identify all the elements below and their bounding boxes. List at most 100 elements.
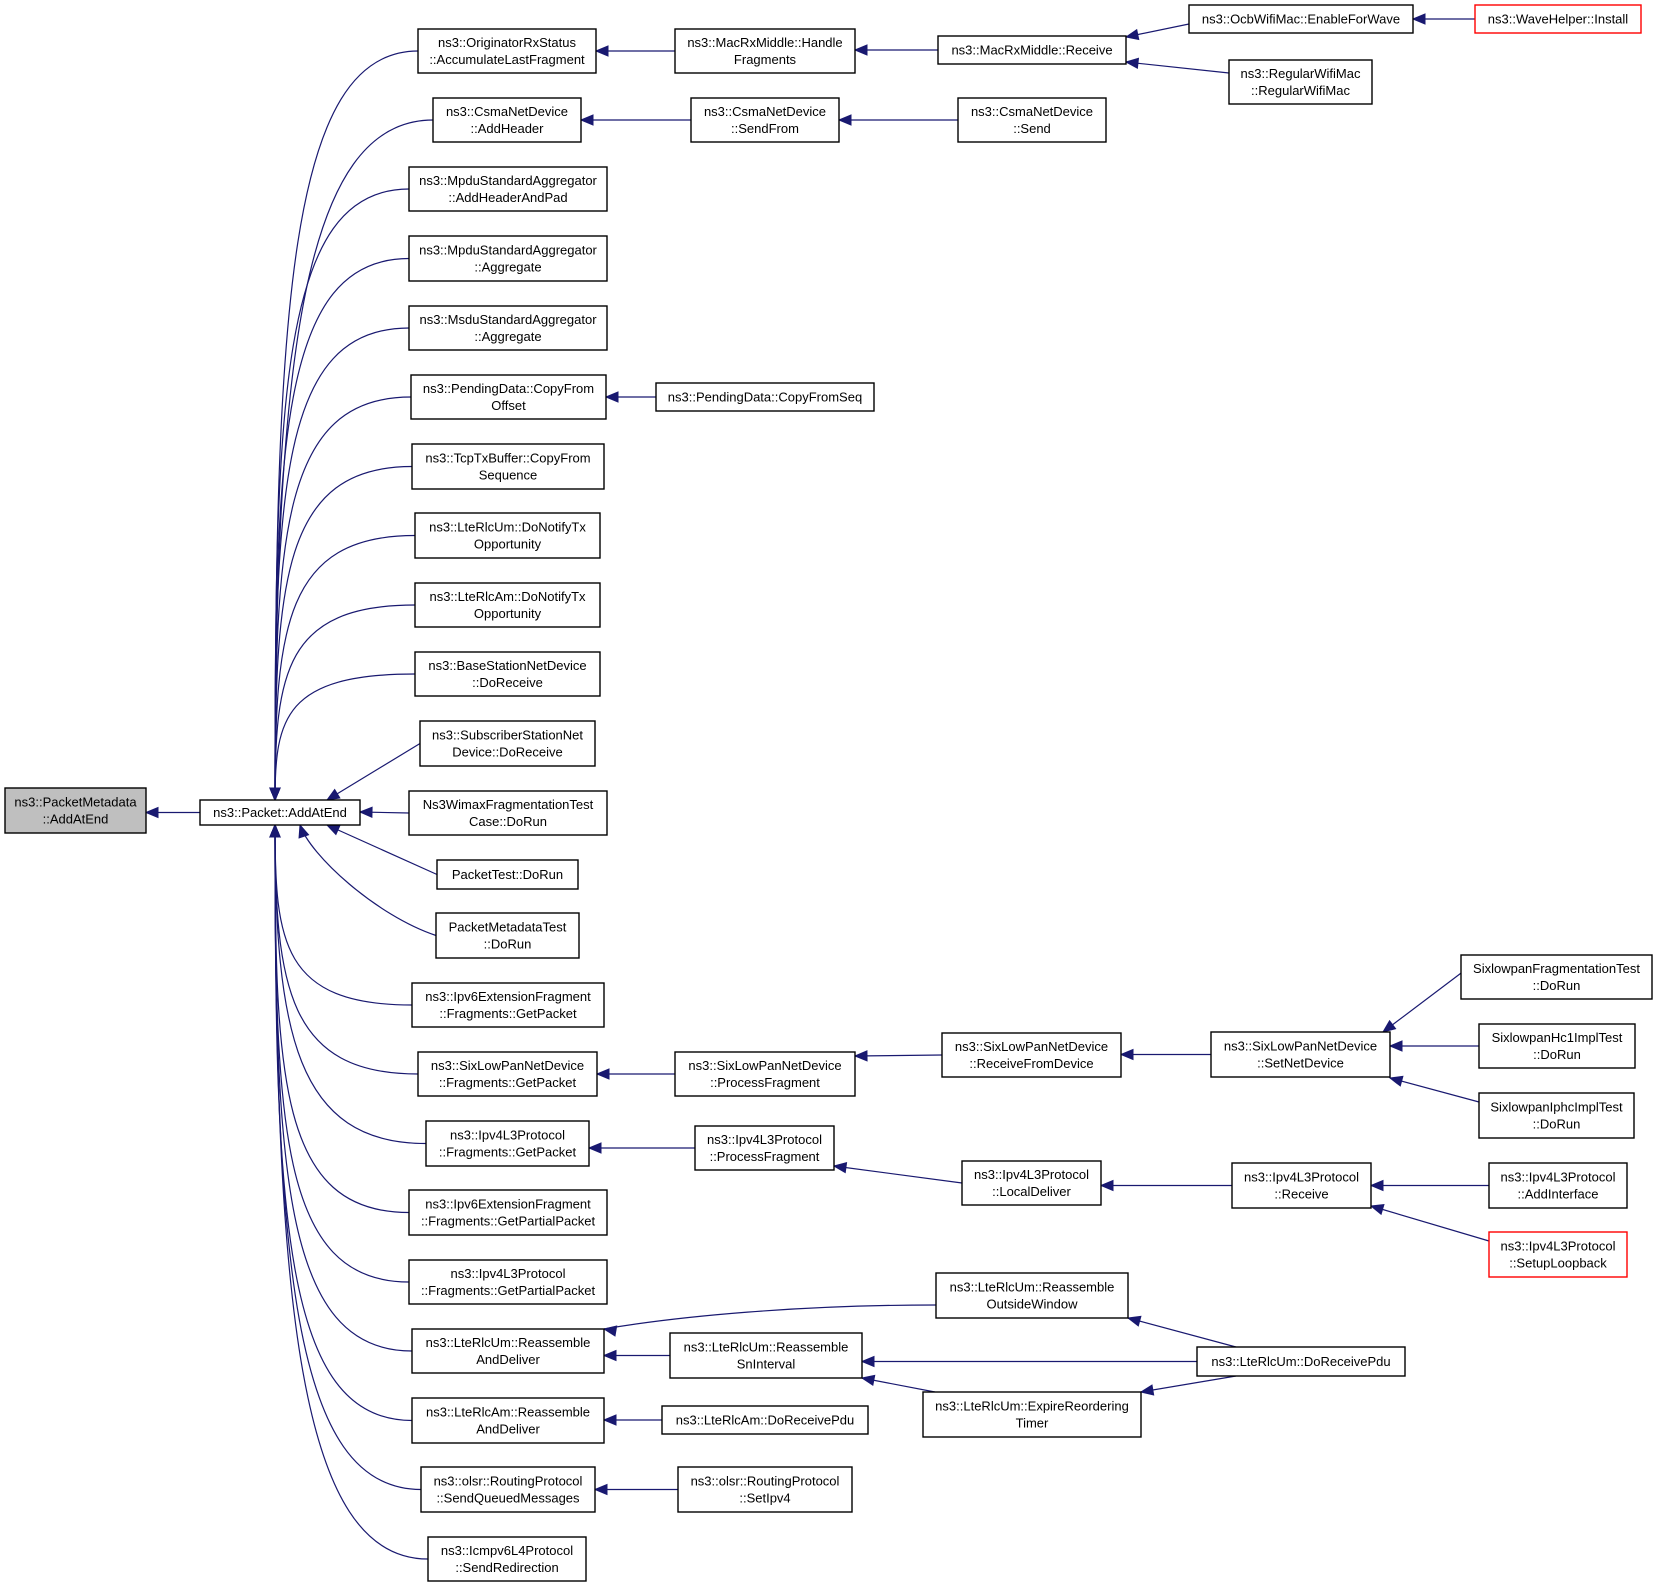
- node-sixPF[interactable]: ns3::SixLowPanNetDevice::ProcessFragment: [674, 1051, 856, 1097]
- arrow-head: [579, 114, 594, 126]
- node-label-line: ::Fragments::GetPacket: [439, 1006, 577, 1021]
- node-label-line: ns3::SixLowPanNetDevice: [1224, 1039, 1377, 1054]
- node-msduAgg[interactable]: ns3::MsduStandardAggregator::Aggregate: [408, 305, 608, 351]
- node-label-line: Sequence: [479, 468, 538, 483]
- node-ipv4AI[interactable]: ns3::Ipv4L3Protocol::AddInterface: [1488, 1162, 1628, 1209]
- node-rlcAmDRP[interactable]: ns3::LteRlcAm::DoReceivePdu: [661, 1405, 869, 1435]
- node-box: [961, 1160, 1102, 1206]
- node-mpduAgg[interactable]: ns3::MpduStandardAggregator::Aggregate: [408, 235, 608, 282]
- node-box: [408, 1259, 608, 1305]
- node-box: [922, 1391, 1142, 1438]
- node-label-line: ns3::SixLowPanNetDevice: [955, 1039, 1108, 1054]
- node-label-line: ns3::Icmpv6L4Protocol: [441, 1543, 573, 1558]
- node-waveInst[interactable]: ns3::WaveHelper::Install: [1474, 4, 1642, 34]
- node-icmpSR[interactable]: ns3::Icmpv6L4Protocol::SendRedirection: [427, 1536, 587, 1582]
- call-edge: [603, 1304, 937, 1330]
- node-label-line: ::DoRun: [484, 937, 532, 952]
- node-ipv4LD[interactable]: ns3::Ipv4L3Protocol::LocalDeliver: [961, 1160, 1102, 1206]
- node-ipv6ExtGP[interactable]: ns3::Ipv6ExtensionFragment::Fragments::G…: [411, 982, 605, 1028]
- arrow-head: [832, 1161, 848, 1174]
- node-csmaAH[interactable]: ns3::CsmaNetDevice::AddHeader: [432, 97, 582, 143]
- node-box: [408, 1189, 608, 1236]
- call-edge: [1370, 1205, 1490, 1242]
- node-pendCFS[interactable]: ns3::PendingData::CopyFromSeq: [655, 382, 875, 412]
- node-ocbEFW[interactable]: ns3::OcbWifiMac::EnableForWave: [1188, 4, 1414, 34]
- node-orig[interactable]: ns3::OriginatorRxStatus::AccumulateLastF…: [417, 28, 597, 74]
- node-box: [677, 1466, 853, 1513]
- node-label-line: OutsideWindow: [986, 1297, 1078, 1312]
- node-label-line: ns3::Ipv4L3Protocol: [450, 1128, 565, 1143]
- node-label-line: ns3::RegularWifiMac: [1241, 66, 1361, 81]
- node-label-line: ns3::MpduStandardAggregator: [419, 243, 597, 258]
- call-edge: [299, 824, 437, 937]
- call-edge: [274, 534, 416, 801]
- node-packet[interactable]: ns3::Packet::AddAtEnd: [199, 799, 361, 826]
- node-label-line: SixlowpanHc1ImplTest: [1492, 1030, 1623, 1045]
- node-box: [1196, 1346, 1406, 1377]
- node-label-line: ns3::CsmaNetDevice: [704, 104, 826, 119]
- node-box: [935, 1272, 1129, 1319]
- node-label-line: ::Aggregate: [474, 329, 541, 344]
- node-box: [411, 443, 605, 490]
- node-bsRecv[interactable]: ns3::BaseStationNetDevice::DoReceive: [414, 651, 601, 697]
- node-packetTest[interactable]: PacketTest::DoRun: [436, 859, 579, 890]
- node-label-line: Case::DoRun: [469, 814, 547, 829]
- arrow-head: [860, 1374, 876, 1387]
- node-ipv4SL[interactable]: ns3::Ipv4L3Protocol::SetupLoopback: [1488, 1231, 1628, 1278]
- node-ipv4GP[interactable]: ns3::Ipv4L3Protocol::Fragments::GetPacke…: [425, 1120, 590, 1167]
- node-csmaSF[interactable]: ns3::CsmaNetDevice::SendFrom: [690, 97, 840, 143]
- node-ipv4Recv[interactable]: ns3::Ipv4L3Protocol::Receive: [1231, 1162, 1372, 1209]
- node-sixIphcTest[interactable]: SixlowpanIphcImplTest::DoRun: [1478, 1092, 1635, 1139]
- arrow-head: [325, 788, 341, 801]
- node-sixFragTest[interactable]: SixlowpanFragmentationTest::DoRun: [1460, 954, 1653, 1000]
- node-ssRecv[interactable]: ns3::SubscriberStationNetDevice::DoRecei…: [419, 720, 596, 767]
- node-sixSND[interactable]: ns3::SixLowPanNetDevice::SetNetDevice: [1210, 1031, 1391, 1078]
- node-sixHc1Test[interactable]: SixlowpanHc1ImplTest::DoRun: [1478, 1023, 1636, 1069]
- node-box: [4, 787, 147, 834]
- node-label-line: PacketTest::DoRun: [452, 867, 563, 882]
- node-ipv4PF[interactable]: ns3::Ipv4L3Protocol::ProcessFragment: [694, 1125, 835, 1171]
- node-sixGP[interactable]: ns3::SixLowPanNetDevice::Fragments::GetP…: [417, 1051, 598, 1097]
- node-regWifi[interactable]: ns3::RegularWifiMac::RegularWifiMac: [1228, 59, 1373, 105]
- node-box: [1188, 4, 1414, 34]
- call-edge: [1127, 1317, 1237, 1348]
- node-label-line: ::DoRun: [1533, 1047, 1581, 1062]
- node-macRecv[interactable]: ns3::MacRxMiddle::Receive: [937, 35, 1127, 65]
- node-box: [199, 799, 361, 826]
- arrow-head: [1388, 1040, 1403, 1052]
- node-label-line: ::AddHeader: [471, 121, 545, 136]
- call-edge: [274, 396, 412, 801]
- node-rlcUmDRP[interactable]: ns3::LteRlcUm::DoReceivePdu: [1196, 1346, 1406, 1377]
- arrow-head: [269, 787, 281, 802]
- node-label-line: ns3::Ipv6ExtensionFragment: [425, 989, 591, 1004]
- call-edge: [274, 824, 410, 1283]
- node-sixRFD[interactable]: ns3::SixLowPanNetDevice::ReceiveFromDevi…: [941, 1032, 1122, 1078]
- node-olsrSI[interactable]: ns3::olsr::RoutingProtocol::SetIpv4: [677, 1466, 853, 1513]
- node-root[interactable]: ns3::PacketMetadata::AddAtEnd: [4, 787, 147, 834]
- arrow-head: [1369, 1179, 1384, 1192]
- arrow-head: [269, 823, 281, 838]
- call-edge: [1389, 1077, 1480, 1103]
- node-ipv6ExtGPP[interactable]: ns3::Ipv6ExtensionFragment::Fragments::G…: [408, 1189, 608, 1236]
- call-edge: [274, 119, 434, 801]
- node-olsrSQM[interactable]: ns3::olsr::RoutingProtocol::SendQueuedMe…: [420, 1466, 596, 1513]
- node-pmTest[interactable]: PacketMetadataTest::DoRun: [435, 912, 580, 959]
- node-label-line: ns3::Ipv4L3Protocol: [1501, 1170, 1616, 1185]
- node-mpduAHP[interactable]: ns3::MpduStandardAggregator::AddHeaderAn…: [408, 166, 608, 212]
- arrow-head: [860, 1355, 875, 1368]
- node-label-line: ns3::PacketMetadata: [14, 795, 137, 810]
- node-csmaSend[interactable]: ns3::CsmaNetDevice::Send: [957, 97, 1107, 143]
- node-box: [1478, 1092, 1635, 1139]
- node-ipv4GPP[interactable]: ns3::Ipv4L3Protocol::Fragments::GetParti…: [408, 1259, 608, 1305]
